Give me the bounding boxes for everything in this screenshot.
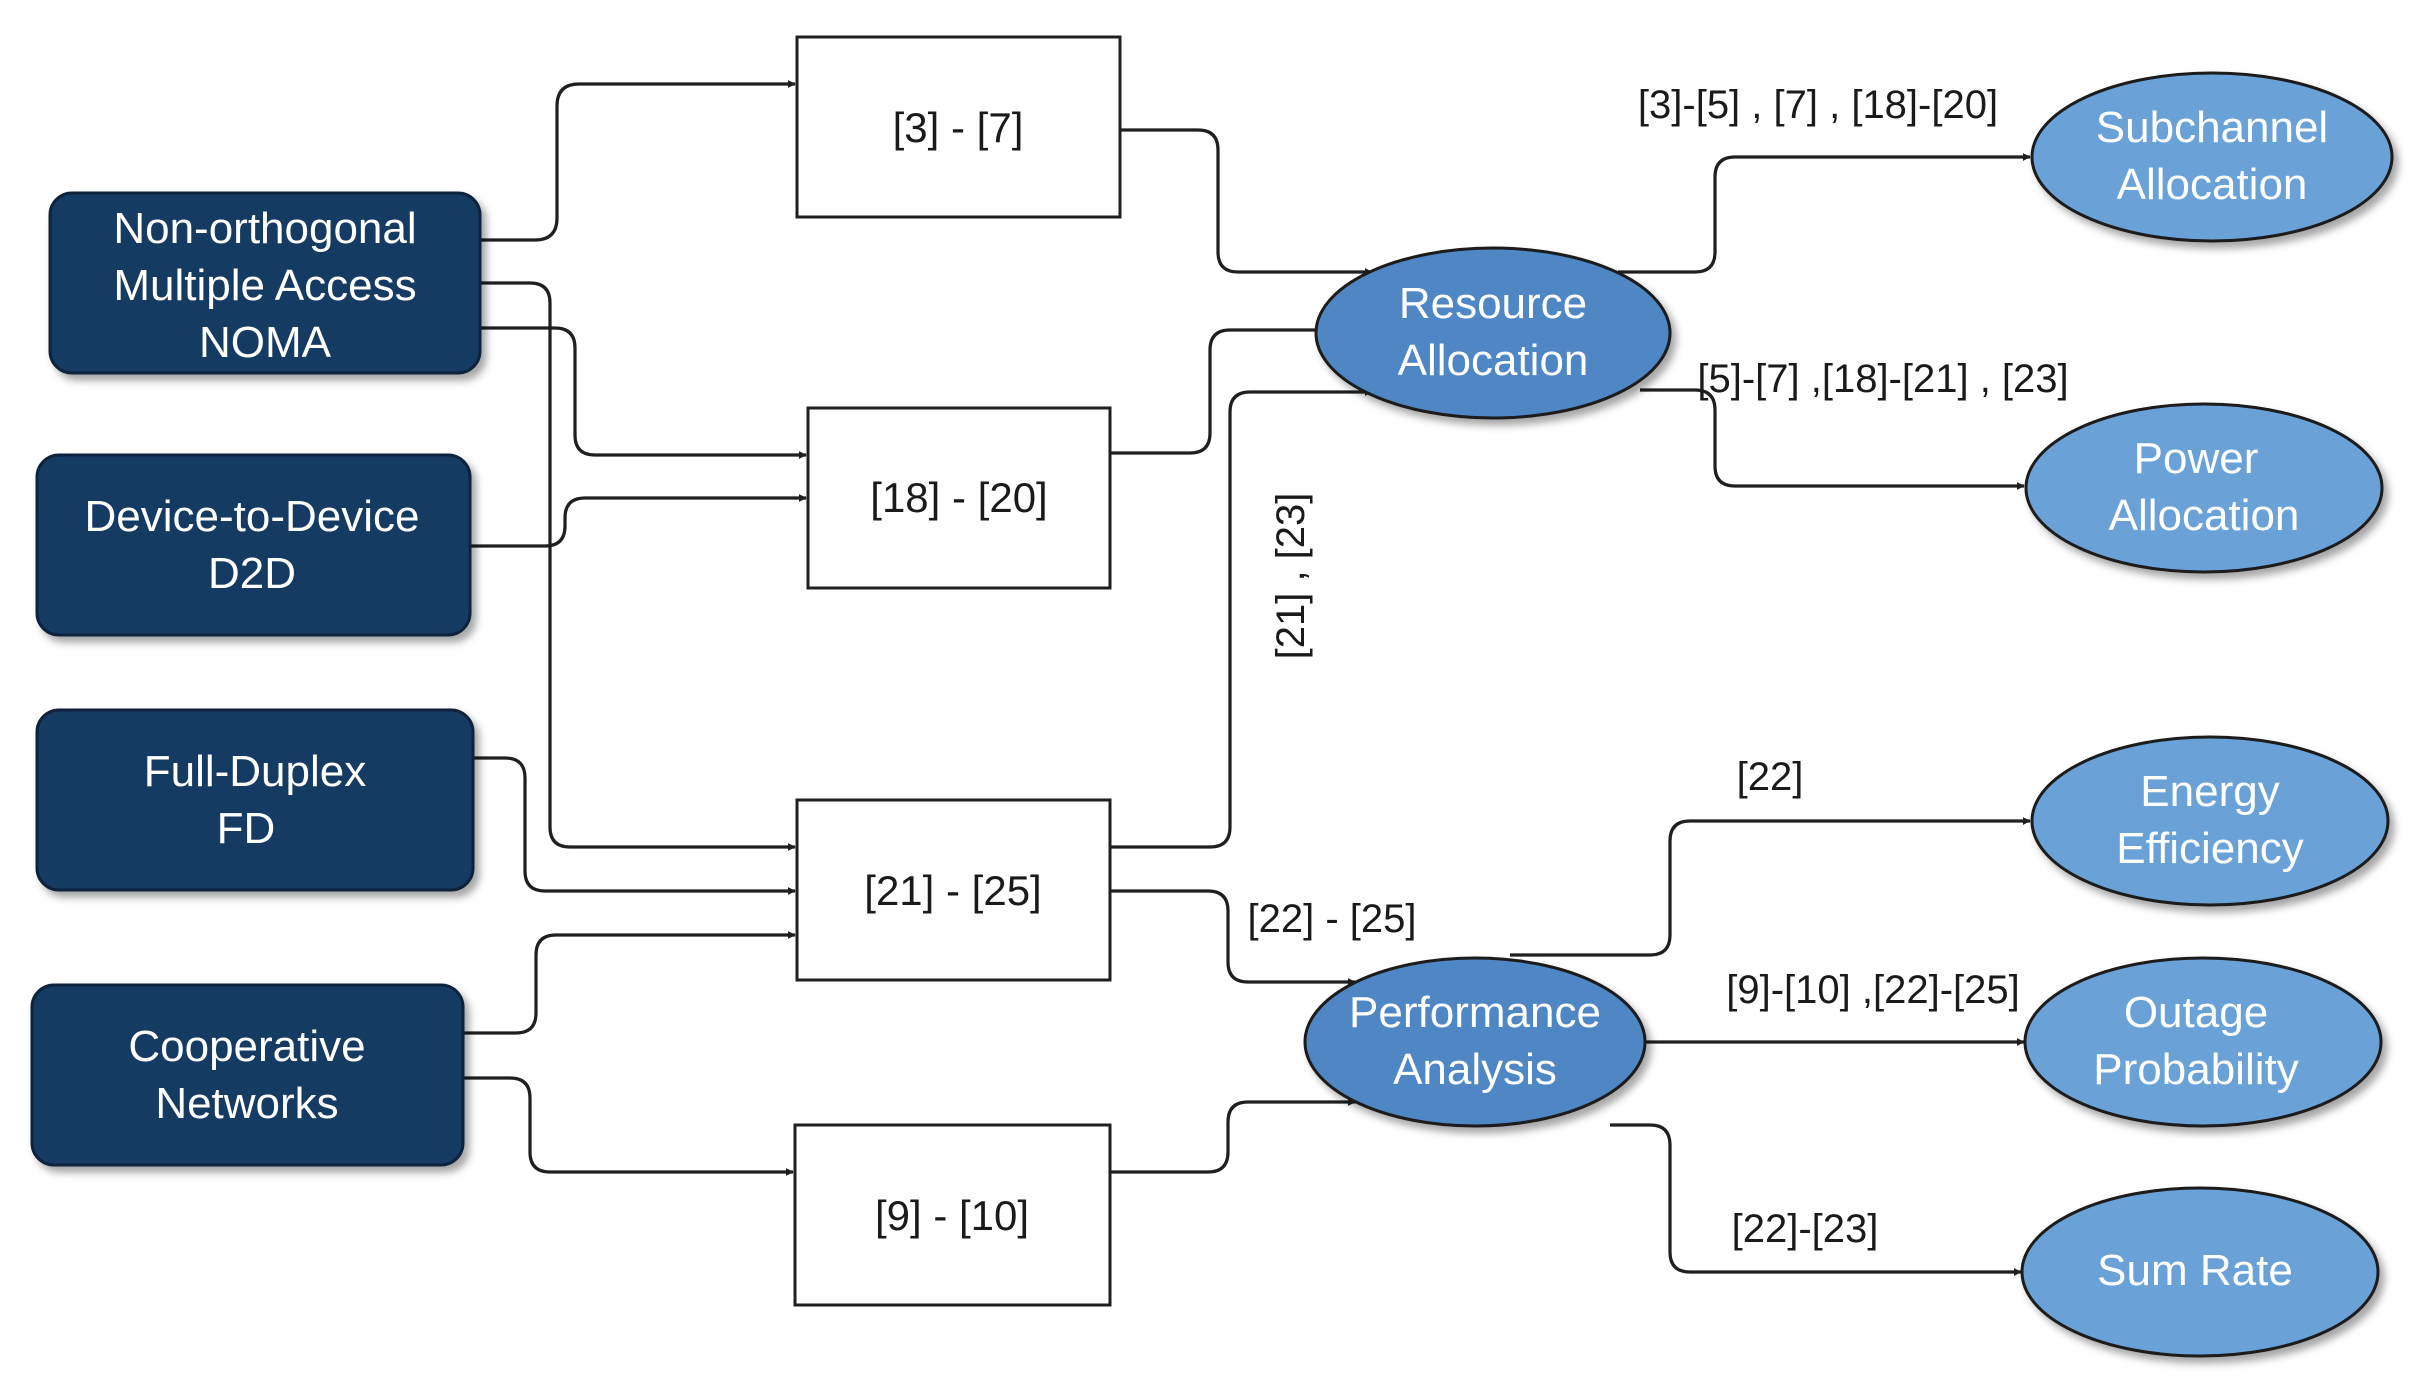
tech-node-coop-line2: Networks — [155, 1079, 338, 1128]
tech-node-d2d[interactable]: Device-to-Device D2D — [35, 453, 472, 637]
edge-resource-to-subchannel — [1618, 153, 2031, 274]
tech-node-noma-line2: Multiple Access — [113, 261, 416, 310]
edge-noma-to-ref18-20 — [480, 326, 807, 459]
edge-coop-to-ref9-10 — [463, 1076, 794, 1176]
ref-box-21-25[interactable]: [21] - [25] — [795, 798, 1112, 982]
tech-node-coop-line1: Cooperative — [128, 1022, 365, 1071]
edge-label-subchannel: [3]-[5] , [7] , [18]-[20] — [1638, 83, 1998, 127]
edge-coop-to-ref21-25 — [463, 931, 796, 1035]
edge-label-outage: [9]-[10] ,[22]-[25] — [1726, 968, 2020, 1012]
edge-fd-to-ref21-25 — [473, 756, 796, 895]
outcome-outage-line1: Outage — [2124, 988, 2268, 1037]
category-resource-line2: Allocation — [1398, 336, 1589, 385]
edges — [463, 80, 2031, 1276]
outcome-subchannel-allocation[interactable]: Subchannel Allocation — [2030, 71, 2394, 243]
edge-performance-to-sumrate — [1610, 1123, 2022, 1276]
tech-node-noma-line3: NOMA — [199, 318, 332, 367]
edge-noma-to-ref21-25 — [480, 281, 796, 851]
edge-ref21-25-to-resource — [1110, 388, 1373, 849]
edge-resource-to-power — [1640, 388, 2025, 490]
ref-box-21-25-label: [21] - [25] — [864, 867, 1041, 914]
tech-node-fd[interactable]: Full-Duplex FD — [35, 708, 475, 892]
edge-performance-to-energy — [1510, 817, 2031, 957]
ref-box-18-20[interactable]: [18] - [20] — [806, 406, 1112, 590]
category-performance-analysis[interactable]: Performance Analysis — [1303, 956, 1647, 1128]
edge-label-ref22-25: [22] - [25] — [1248, 897, 1417, 941]
outcome-energy-line2: Efficiency — [2116, 824, 2304, 873]
tech-node-fd-line2: FD — [217, 804, 276, 853]
outcome-sum-rate[interactable]: Sum Rate — [2020, 1186, 2380, 1358]
tech-node-coop[interactable]: Cooperative Networks — [30, 983, 465, 1167]
edge-d2d-to-ref18-20 — [470, 494, 807, 548]
outcome-energy-efficiency[interactable]: Energy Efficiency — [2030, 735, 2390, 907]
outcome-power-line1: Power — [2134, 434, 2259, 483]
edge-label-sumrate: [22]-[23] — [1732, 1207, 1879, 1251]
tech-node-d2d-line1: Device-to-Device — [85, 492, 420, 541]
edge-label-energy: [22] — [1737, 755, 1804, 799]
edge-noma-to-ref3-7 — [480, 80, 796, 242]
ref-box-3-7[interactable]: [3] - [7] — [795, 35, 1122, 219]
ref-box-18-20-label: [18] - [20] — [870, 474, 1047, 521]
edge-label-ref21-23: [21] , [23] — [1269, 493, 1313, 660]
tech-node-d2d-line2: D2D — [208, 549, 296, 598]
outcome-energy-line1: Energy — [2140, 767, 2279, 816]
outcome-power-allocation[interactable]: Power Allocation — [2024, 402, 2384, 574]
outcome-subchannel-line2: Allocation — [2117, 160, 2308, 209]
ref-box-9-10-label: [9] - [10] — [875, 1192, 1029, 1239]
outcome-subchannel-line1: Subchannel — [2096, 103, 2328, 152]
category-resource-allocation[interactable]: Resource Allocation — [1314, 246, 1672, 420]
outcome-sumrate-line1: Sum Rate — [2097, 1246, 2293, 1295]
outcome-outage-line2: Probability — [2093, 1045, 2298, 1094]
edge-ref18-20-to-resource — [1110, 326, 1323, 455]
ref-box-3-7-label: [3] - [7] — [893, 104, 1024, 151]
edge-ref3-7-to-resource — [1120, 128, 1373, 276]
outcome-power-line2: Allocation — [2109, 491, 2300, 540]
category-performance-line1: Performance — [1349, 988, 1601, 1037]
edge-label-power: [5]-[7] ,[18]-[21] , [23] — [1697, 357, 2068, 401]
edge-labels: [3]-[5] , [7] , [18]-[20] [5]-[7] ,[18]-… — [1248, 83, 2069, 1251]
outcome-outage-probability[interactable]: Outage Probability — [2023, 956, 2383, 1128]
tech-node-fd-line1: Full-Duplex — [144, 747, 367, 796]
category-performance-line2: Analysis — [1393, 1045, 1557, 1094]
category-resource-line1: Resource — [1399, 279, 1587, 328]
edge-ref9-10-to-performance — [1110, 1098, 1356, 1174]
ref-box-9-10[interactable]: [9] - [10] — [793, 1123, 1112, 1307]
edge-ref21-25-to-performance — [1110, 889, 1356, 986]
tech-node-noma-line1: Non-orthogonal — [113, 204, 416, 253]
tech-node-noma[interactable]: Non-orthogonal Multiple Access NOMA — [48, 191, 482, 375]
